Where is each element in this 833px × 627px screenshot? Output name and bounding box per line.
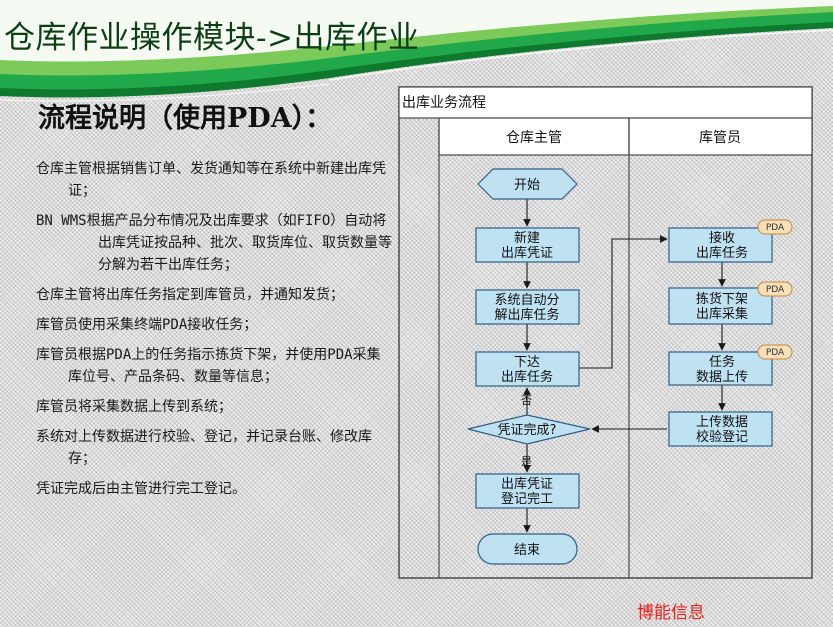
node-start [477, 168, 578, 200]
node-auto-split [475, 289, 580, 325]
label-no: 否 [521, 394, 532, 407]
node-verify-register [668, 411, 773, 447]
list-item: BN WMS根据产品分布情况及出库要求（如FIFO）自动将出库凭证按品种、批次、… [36, 213, 392, 273]
node-upload-data [668, 351, 773, 386]
node-upload-data-line2: 数据上传 [696, 370, 748, 385]
watermark: 博能信息 [637, 603, 705, 623]
node-finish-register-line2: 登记完工 [501, 492, 553, 507]
flowchart-frame [398, 86, 813, 579]
node-issue-task-line2: 出库任务 [501, 369, 553, 385]
node-decision [467, 414, 591, 445]
node-decision-label: 凭证完成? [498, 423, 557, 438]
pda-tag-label: PDA [766, 348, 785, 358]
node-finish-register-line1: 出库凭证 [501, 476, 553, 492]
node-upload-data-line1: 任务 [709, 354, 735, 370]
pda-tag [757, 219, 793, 235]
list-item: 仓库主管根据销售订单、发货通知等在系统中新建出库凭证； [36, 161, 386, 199]
lane-title-manager: 仓库主管 [506, 130, 562, 146]
list-item: 仓库主管将出库任务指定到库管员，并通知发货； [36, 287, 344, 303]
list-item: 库管员将采集数据上传到系统； [36, 399, 232, 415]
node-issue-task-line1: 下达 [514, 355, 540, 370]
outbound-flowchart: 出库业务流程 仓库主管 库管员 否 是 开始 新建 出库凭证 [398, 86, 813, 580]
pda-tag [757, 281, 793, 297]
node-create-voucher [475, 227, 580, 263]
header-wave [0, 0, 833, 102]
node-end-label: 结束 [514, 543, 540, 558]
slide-title: 仓库作业操作模块->出库作业 [4, 20, 420, 56]
node-create-voucher-line1: 新建 [514, 230, 540, 246]
flowchart-title-bar [398, 86, 813, 119]
node-create-voucher-line2: 出库凭证 [501, 245, 553, 261]
node-auto-split-line2: 解出库任务 [494, 307, 559, 323]
connector-issue-receive [579, 235, 668, 369]
list-item: 库管员根据PDA上的任务指示拣货下架，并使用PDA采集库位号、产品条码、数量等信… [36, 347, 381, 385]
node-receive-task [668, 227, 773, 263]
pda-tag [757, 344, 793, 360]
node-auto-split-line1: 系统自动分 [494, 293, 559, 308]
list-item: 系统对上传数据进行校验、登记，并记录台账、修改库存； [36, 429, 372, 467]
flowchart-svg: 出库业务流程 仓库主管 库管员 否 是 开始 新建 出库凭证 [398, 86, 813, 579]
node-issue-task [475, 351, 580, 387]
node-end [477, 533, 578, 565]
node-verify-register-line1: 上传数据 [696, 415, 748, 430]
node-pick-collect [668, 287, 773, 325]
pda-tag-label: PDA [766, 223, 785, 233]
node-finish-register [475, 473, 580, 509]
node-start-label: 开始 [514, 178, 540, 193]
node-receive-task-line1: 接收 [709, 230, 735, 246]
list-item: 凭证完成后由主管进行完工登记。 [36, 481, 246, 497]
process-description-list: 仓库主管根据销售订单、发货通知等在系统中新建出库凭证； BN WMS根据产品分布… [36, 158, 392, 508]
node-pick-collect-line1: 拣货下架 [696, 291, 748, 307]
lane-title-keeper: 库管员 [699, 130, 741, 146]
node-pick-collect-line2: 出库采集 [696, 306, 748, 322]
pda-tag-label: PDA [766, 285, 785, 295]
section-heading: 流程说明（使用PDA）： [38, 103, 333, 134]
node-verify-register-line2: 校验登记 [696, 429, 748, 445]
lane-header-keeper [628, 117, 813, 156]
flowchart-title: 出库业务流程 [402, 95, 486, 111]
label-yes: 是 [521, 455, 532, 468]
node-receive-task-line2: 出库任务 [696, 245, 748, 261]
lane-header-manager [438, 117, 630, 156]
list-item: 库管员使用采集终端PDA接收任务； [36, 317, 258, 333]
